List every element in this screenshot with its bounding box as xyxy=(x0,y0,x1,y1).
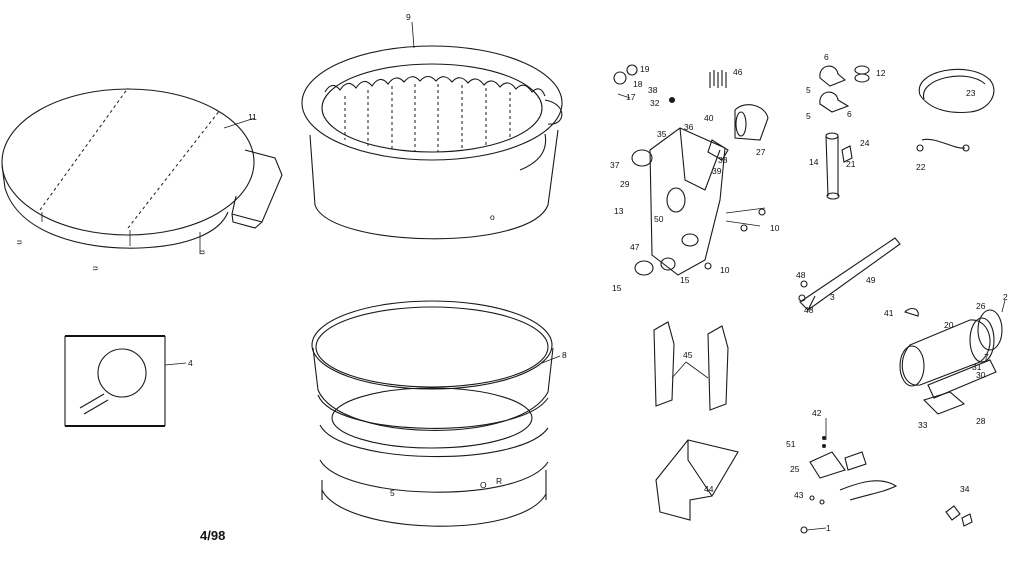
svg-text:n: n xyxy=(15,240,25,245)
footer-code: 4/98 xyxy=(200,528,225,543)
part-22-cord: 22 xyxy=(916,138,970,172)
part-25-switch: 42 51 25 43 1 xyxy=(786,408,898,534)
label-2: 2 xyxy=(1003,292,1008,302)
label-5-b: 5 xyxy=(806,111,811,121)
label-36: 36 xyxy=(684,122,694,132)
part-34-fittings: 34 xyxy=(945,484,973,527)
label-22: 22 xyxy=(916,162,926,172)
svg-text:5: 5 xyxy=(390,488,395,498)
label-17: 17 xyxy=(626,92,636,102)
label-4: 4 xyxy=(188,358,193,368)
label-10-a: 10 xyxy=(770,223,780,233)
label-11: 11 xyxy=(248,112,257,122)
label-15-a: 15 xyxy=(612,283,622,293)
part-23-hose: 23 xyxy=(918,68,995,114)
label-48-a: 48 xyxy=(796,270,806,280)
svg-text:o: o xyxy=(490,212,495,222)
label-41: 41 xyxy=(884,308,894,318)
svg-text:O: O xyxy=(480,480,487,490)
label-39: 39 xyxy=(712,166,722,176)
label-32: 32 xyxy=(650,98,660,108)
part-49-rail: 48 48 3 49 xyxy=(796,237,901,315)
part-8-tub-bottom: 5 O R 8 xyxy=(311,300,567,527)
part-20-motor: 20 26 2 41 7 31 30 33 28 xyxy=(884,292,1008,430)
label-33: 33 xyxy=(918,420,928,430)
label-26: 26 xyxy=(976,301,986,311)
label-23: 23 xyxy=(966,88,976,98)
part-4-plate: 4 xyxy=(64,335,193,427)
label-8: 8 xyxy=(562,350,567,360)
part-5-6-hoses: 6 5 5 6 12 xyxy=(806,52,886,121)
label-13: 13 xyxy=(614,206,624,216)
label-45: 45 xyxy=(683,350,693,360)
part-14-shaft: 14 21 24 xyxy=(809,132,870,200)
part-13-bracket-assembly: 19 18 17 38 32 46 40 36 35 27 38 39 37 2… xyxy=(610,64,780,293)
label-51: 51 xyxy=(786,439,796,449)
label-49: 49 xyxy=(866,275,876,285)
svg-text:R: R xyxy=(496,476,502,486)
label-9: 9 xyxy=(406,12,411,22)
label-47: 47 xyxy=(630,242,640,252)
svg-text:n: n xyxy=(198,250,208,255)
label-43: 43 xyxy=(794,490,804,500)
label-18: 18 xyxy=(633,79,643,89)
label-1: 1 xyxy=(826,523,831,533)
label-27: 27 xyxy=(756,147,766,157)
label-29: 29 xyxy=(620,179,630,189)
label-10-b: 10 xyxy=(720,265,730,275)
label-7: 7 xyxy=(984,352,989,362)
label-25: 25 xyxy=(790,464,800,474)
label-46: 46 xyxy=(733,67,743,77)
part-9-tub-top: o 9 xyxy=(301,12,563,240)
label-3: 3 xyxy=(830,292,835,302)
label-15-b: 15 xyxy=(680,275,690,285)
label-38-mid: 38 xyxy=(718,155,728,165)
label-20: 20 xyxy=(944,320,954,330)
part-11-lid: n n n 11 xyxy=(1,87,283,271)
label-6-a: 6 xyxy=(824,52,829,62)
label-37: 37 xyxy=(610,160,620,170)
label-6-b: 6 xyxy=(847,109,852,119)
label-24: 24 xyxy=(860,138,870,148)
part-44-bracket: 44 xyxy=(655,439,739,521)
label-42: 42 xyxy=(812,408,822,418)
label-5-a: 5 xyxy=(806,85,811,95)
part-45-panels: 45 xyxy=(653,321,729,411)
label-30: 30 xyxy=(976,370,986,380)
label-40: 40 xyxy=(704,113,714,123)
label-35: 35 xyxy=(657,129,667,139)
label-50: 50 xyxy=(654,214,664,224)
label-31: 31 xyxy=(972,362,982,372)
svg-text:n: n xyxy=(91,266,101,271)
label-19: 19 xyxy=(640,64,650,74)
label-44: 44 xyxy=(704,484,714,494)
label-48-b: 48 xyxy=(804,305,814,315)
label-12: 12 xyxy=(876,68,886,78)
label-14: 14 xyxy=(809,157,819,167)
label-38-top: 38 xyxy=(648,85,658,95)
label-28: 28 xyxy=(976,416,986,426)
label-34: 34 xyxy=(960,484,970,494)
label-21: 21 xyxy=(846,159,856,169)
